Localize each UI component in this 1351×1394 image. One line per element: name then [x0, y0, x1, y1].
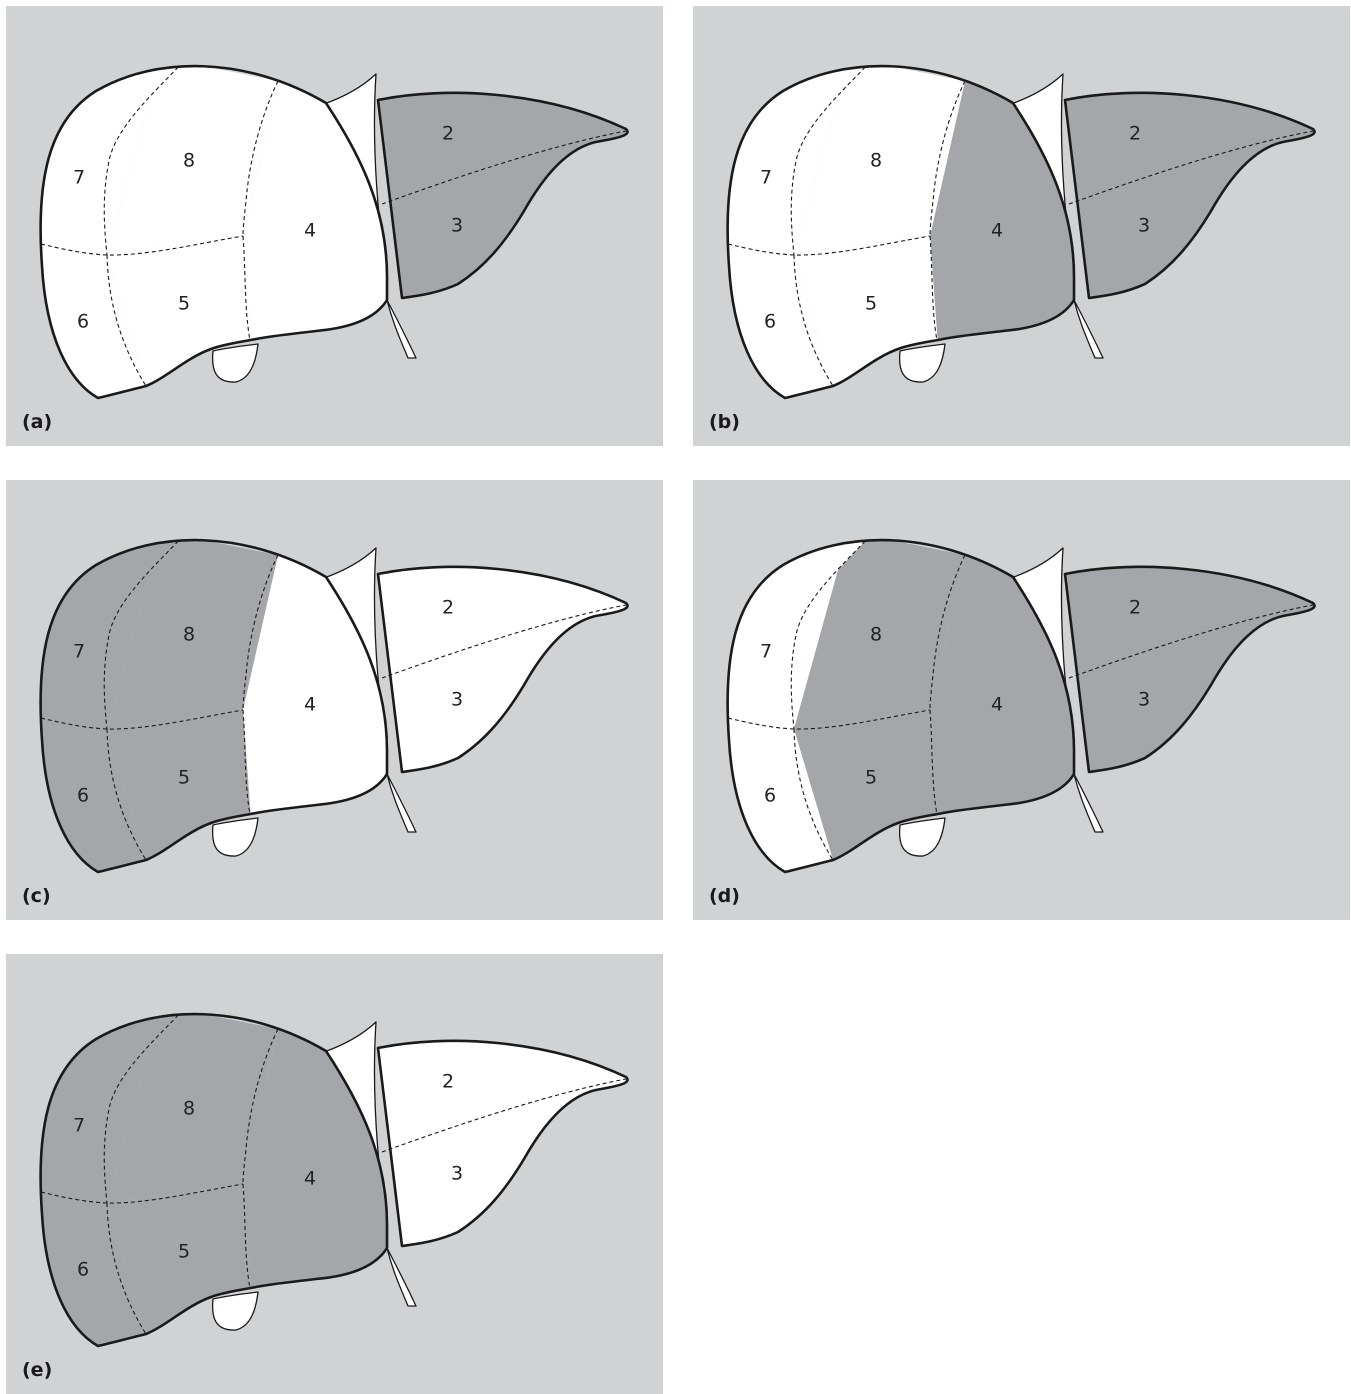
- segment-label-4: 4: [304, 694, 316, 716]
- segment-label-6: 6: [764, 311, 776, 333]
- gallbladder: [213, 1292, 258, 1330]
- segment-label-2: 2: [1129, 123, 1141, 145]
- segment-label-7: 7: [73, 641, 85, 663]
- segment-label-8: 8: [183, 150, 195, 172]
- segment-label-5: 5: [178, 1241, 190, 1263]
- segment-label-4: 4: [991, 694, 1003, 716]
- segment-label-2: 2: [442, 597, 454, 619]
- segment-label-7: 7: [760, 641, 772, 663]
- segment-label-8: 8: [183, 1098, 195, 1120]
- panel-a: 2 3 4 5 6 7 8 (a): [6, 6, 663, 446]
- segment-label-6: 6: [77, 311, 89, 333]
- segment-label-8: 8: [870, 624, 882, 646]
- segment-label-6: 6: [77, 1259, 89, 1281]
- panel-b: 2 3 4 5 6 7 8 (b): [693, 6, 1350, 446]
- segment-label-7: 7: [73, 1115, 85, 1137]
- panel-label: (e): [22, 1359, 52, 1381]
- segment-label-3: 3: [451, 1163, 463, 1185]
- left-lobe: [1065, 93, 1315, 298]
- gallbladder: [900, 344, 945, 382]
- segment-label-3: 3: [1138, 689, 1150, 711]
- segment-label-7: 7: [73, 167, 85, 189]
- gallbladder: [213, 344, 258, 382]
- segment-label-5: 5: [178, 293, 190, 315]
- panel-label: (a): [22, 411, 52, 433]
- segment-label-5: 5: [865, 767, 877, 789]
- segment-label-5: 5: [178, 767, 190, 789]
- segment-label-4: 4: [991, 220, 1003, 242]
- segment-label-2: 2: [442, 1071, 454, 1093]
- segment-label-2: 2: [1129, 597, 1141, 619]
- liver-svg: 2 3 4 5 6 7 8: [693, 6, 1350, 446]
- left-lobe: [378, 567, 628, 772]
- panel-label: (d): [709, 885, 740, 907]
- left-lobe: [1065, 567, 1315, 772]
- liver-svg: 2 3 4 5 6 7 8: [6, 954, 663, 1394]
- panel-e: 2 3 4 5 6 7 8 (e): [6, 954, 663, 1394]
- segment-label-6: 6: [764, 785, 776, 807]
- segment-label-3: 3: [451, 215, 463, 237]
- segment-label-4: 4: [304, 220, 316, 242]
- left-lobe: [378, 1041, 628, 1246]
- segment-label-4: 4: [304, 1168, 316, 1190]
- segment-label-3: 3: [451, 689, 463, 711]
- left-lobe: [378, 93, 628, 298]
- liver-svg: 2 3 4 5 6 7 8: [693, 480, 1350, 920]
- liver-svg: 2 3 4 5 6 7 8: [6, 6, 663, 446]
- segment-label-2: 2: [442, 123, 454, 145]
- segment-label-8: 8: [870, 150, 882, 172]
- segment-label-7: 7: [760, 167, 772, 189]
- segment-label-5: 5: [865, 293, 877, 315]
- gallbladder: [213, 818, 258, 856]
- panel-d: 2 3 4 5 6 7 8 (d): [693, 480, 1350, 920]
- segment-label-6: 6: [77, 785, 89, 807]
- segment-label-8: 8: [183, 624, 195, 646]
- panel-label: (b): [709, 411, 740, 433]
- gallbladder: [900, 818, 945, 856]
- liver-svg: 2 3 4 5 6 7 8: [6, 480, 663, 920]
- panel-c: 2 3 4 5 6 7 8 (c): [6, 480, 663, 920]
- panel-label: (c): [22, 885, 51, 907]
- segment-label-3: 3: [1138, 215, 1150, 237]
